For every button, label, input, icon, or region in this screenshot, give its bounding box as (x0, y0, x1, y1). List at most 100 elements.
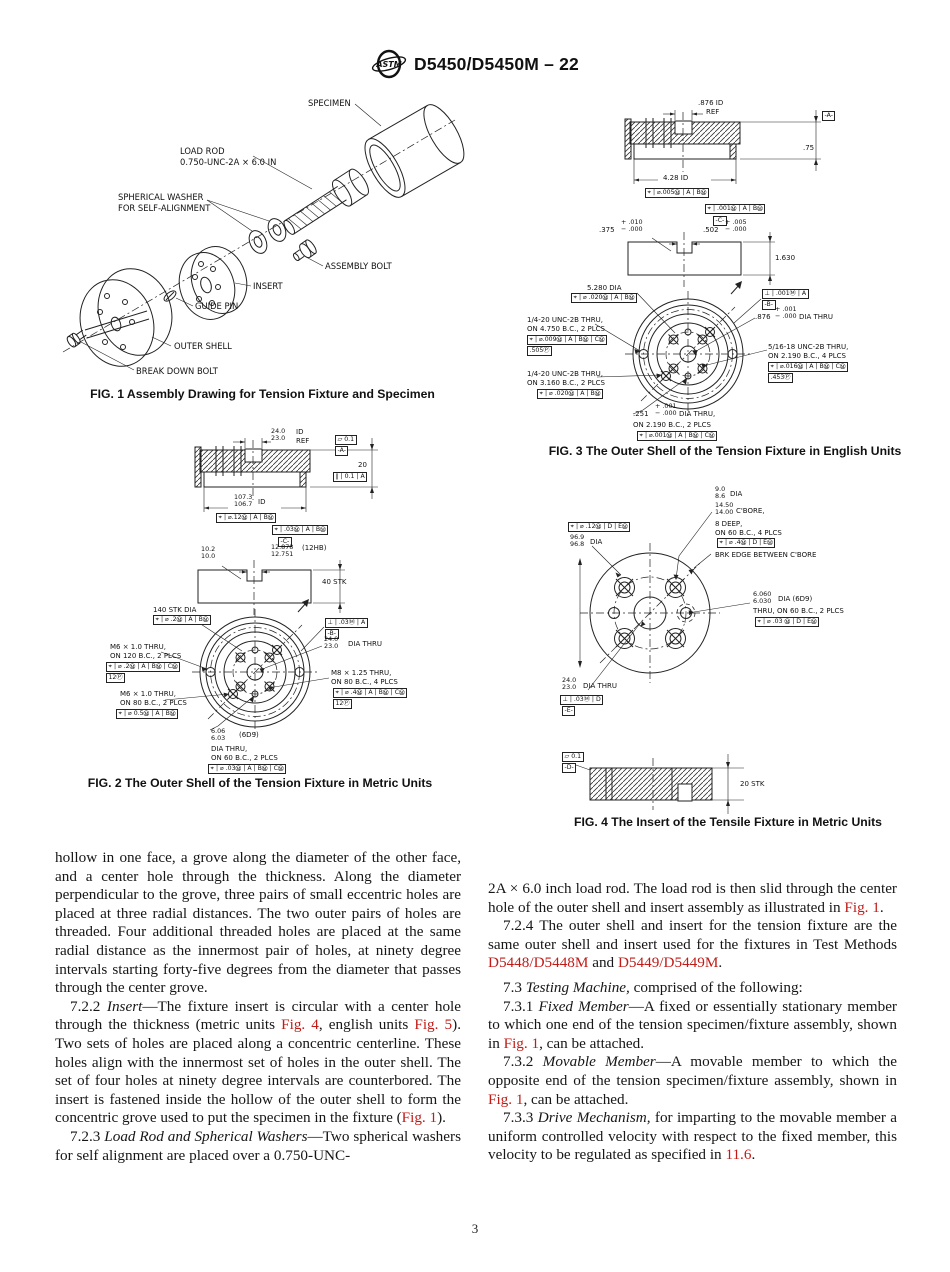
feature-control-frame: ⌖ | ⌀.12Ⓜ | A | BⓂ (216, 513, 277, 523)
tol-lower: − .000 (725, 225, 747, 233)
paragraph: hollow in one face, a grove along the di… (55, 849, 461, 998)
defined-term: Load Rod and Spherical Washers (104, 1127, 308, 1145)
dim-label: BRK EDGE BETWEEN C'BORE (715, 551, 817, 559)
cross-reference-link[interactable]: Fig. 1 (488, 1090, 524, 1108)
cross-reference-link[interactable]: Fig. 1 (844, 898, 880, 916)
cross-reference-link[interactable]: Fig. 5 (414, 1016, 453, 1034)
text-run: , can be attached. (539, 1034, 645, 1052)
label-load-rod-size: 0.750-UNC-2A × 6.0 IN (180, 157, 277, 167)
fig2-circular-view (192, 599, 318, 735)
dim-label: .876 (755, 313, 771, 321)
text-run: —A fixed or essentially stationary membe… (488, 997, 897, 1052)
cross-reference-link[interactable]: D5448/D5448M (488, 954, 589, 972)
dim-label: .375 (599, 226, 615, 234)
dim-label: ID (258, 498, 266, 506)
defined-term: Insert (106, 997, 143, 1015)
fig4-drawing (575, 511, 751, 814)
feature-control-frame: ⌖ | .001Ⓜ | A | BⓂ (705, 204, 766, 214)
label-guide-pin: GUIDE PIN (195, 301, 239, 311)
text-run: 7.3.3 (503, 1109, 538, 1127)
cross-reference-link[interactable]: 11.6 (725, 1146, 752, 1164)
tol-upper: + .001 (775, 305, 797, 313)
text-run: for imparting to the movable member a un… (488, 1109, 898, 1164)
figure-1-caption: FIG. 1 Assembly Drawing for Tension Fixt… (90, 387, 435, 401)
dim-label: ON 4.750 B.C., 2 PLCS (527, 325, 605, 333)
perpendicularity-frame: ⊥ | .03Ⓜ | D (560, 695, 604, 705)
text-run: . (879, 898, 884, 916)
dim-label: 5.280 DIA (587, 284, 622, 292)
dim-label: DIA (730, 490, 743, 498)
text-run: . (751, 1146, 756, 1164)
feature-control-frame: ⌖ | ⌀ .12Ⓜ | D | EⓂ (568, 522, 631, 532)
cross-reference-link[interactable]: Fig. 4 (281, 1016, 319, 1034)
text-run: comprised of the following: (629, 978, 803, 996)
tol-upper: 107.3 (234, 493, 253, 501)
text-run: , can be attached. (523, 1090, 629, 1108)
paragraph: 7.2.3 Load Rod and Spherical Washers—Two… (55, 1128, 461, 1165)
label-break-down-bolt: BREAK DOWN BOLT (136, 366, 218, 376)
dim-label: C'BORE, (736, 507, 765, 515)
text-run: and (588, 954, 618, 972)
dim-label: 4.28 ID (663, 174, 689, 182)
text-run: —Two spherical washers for self alignmen… (55, 1127, 461, 1164)
feature-control-frame: ⌖ | ⌀ .2Ⓜ | A | BⓂ (153, 615, 212, 625)
dim-label: ON 3.160 B.C., 2 PLCS (527, 379, 605, 387)
assembly-bolt (292, 239, 317, 261)
projected-tolerance: 12Ⓟ (106, 673, 126, 683)
cross-reference-link[interactable]: Fig. 1 (401, 1109, 438, 1127)
tolerance-stack: + .005− .000 (725, 219, 747, 233)
datum-d: -D- (562, 763, 577, 773)
tol-lower: − .000 (655, 409, 677, 417)
tol-lower: 14.00 (715, 508, 734, 516)
fig1-drawing (62, 103, 465, 371)
text-run: —A movable member to which the opposite … (488, 1053, 897, 1089)
paragraph: 7.3 Testing Machine, comprised of the fo… (488, 979, 897, 998)
defined-term: Drive Mechanism, (537, 1109, 651, 1127)
load-rod (283, 168, 369, 235)
paragraph: 2A × 6.0 inch load rod. The load rod is … (488, 880, 897, 917)
dim-label: ON 120 B.C., 2 PLCS (110, 652, 182, 660)
dim-label: .876 ID (698, 99, 724, 107)
feature-control-frame: ⌖ | ⌀.009Ⓜ | A | BⓂ | CⓂ (527, 335, 608, 345)
tolerance-stack: + .001− .000 (775, 306, 797, 320)
datum-b: -B- (762, 300, 776, 310)
figure-3-caption: FIG. 3 The Outer Shell of the Tension Fi… (548, 444, 902, 458)
dim-label: DIA THRU (583, 682, 617, 690)
feature-control-frame: ⌖ | ⌀.016Ⓜ | A | BⓂ | CⓂ (768, 362, 849, 372)
astm-logo-icon: ASTM (371, 49, 407, 79)
tol-lower: 23.0 (324, 642, 339, 650)
tol-lower: 6.03 (211, 734, 226, 742)
tol-upper: 14.50 (715, 501, 734, 509)
cross-reference-link[interactable]: D5449/D5449M (617, 954, 719, 972)
dim-label: 5/16-18 UNC-2B THRU, (768, 343, 849, 351)
tol-upper: 24.0 (562, 676, 577, 684)
feature-control-frame: ⌖ | ⌀ .4Ⓜ | A | BⓂ | CⓂ (333, 688, 408, 698)
defined-term: Movable Member (542, 1053, 656, 1071)
tol-upper: 9.0 (715, 485, 726, 493)
tol-upper: + .005 (725, 218, 747, 226)
fig3-groove-view (627, 232, 775, 287)
paragraph: 7.2.2 Insert—The fixture insert is circu… (55, 998, 461, 1128)
feature-control-frame: ⌖ | ⌀ .020Ⓜ | A | BⓂ (571, 293, 638, 303)
dim-label: (12HB) (302, 544, 327, 552)
paragraph: 7.3.1 Fixed Member—A fixed or essentiall… (488, 998, 897, 1054)
projected-tolerance: 12Ⓟ (333, 699, 353, 709)
fig2-groove-view (197, 560, 345, 615)
dim-label: DIA THRU, (211, 745, 248, 753)
dim-label: ON 60 B.C., 4 PLCS (715, 529, 782, 537)
figure-2-caption: FIG. 2 The Outer Shell of the Tension Fi… (87, 776, 433, 790)
datum-b: -B- (325, 629, 339, 639)
dim-label: .502 (703, 226, 719, 234)
fig3-circular-view (625, 281, 751, 417)
cross-reference-link[interactable]: Fig. 1 (503, 1034, 540, 1052)
flatness-frame: ▱ 0.1 (335, 435, 357, 445)
right-column: 2A × 6.0 inch load rod. The load rod is … (488, 849, 897, 1165)
dim-label: 20 (358, 461, 367, 469)
label-spherical-washer: SPHERICAL WASHER (118, 192, 204, 202)
dim-label: REF (706, 108, 720, 116)
text-run: hollow in one face, a grove along the di… (55, 849, 461, 997)
fig3-leaders (594, 292, 768, 415)
